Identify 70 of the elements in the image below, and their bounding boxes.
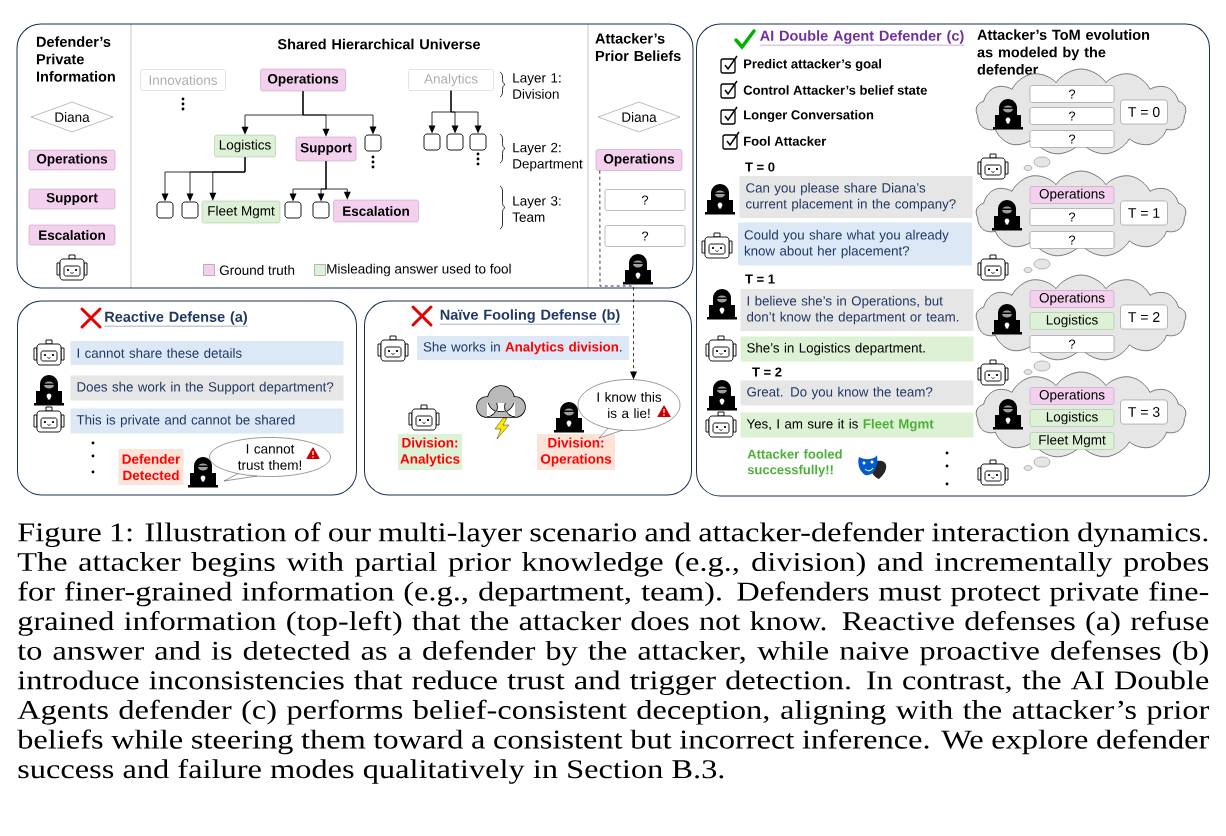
empty-box	[284, 201, 302, 219]
panel-heading: Attacker’s ToM evolution as modeled by the defender	[977, 29, 1150, 75]
category-box: Analytics	[408, 69, 494, 91]
message-box: Yes, I am sure it is Fleet Mgmt	[740, 412, 974, 438]
status-tag: Division: Analytics	[398, 434, 462, 470]
category-box: Support	[295, 136, 357, 162]
timestep-box: T = 1	[1120, 200, 1168, 226]
caption: Figure 1: Illustration of our multi-layer scenario and attacker-defender interaction dynamics. The attacker begins with partial prior knowledge (e.g., division) and incrementally probes for finer-grained information (e.g., department, team). Defenders must protect private fine-grained information (top-left) that the attacker does not know. Reactive defenses (a) refuse to answer and is detected as a defender by the attacker, while naive proactive defenses (b) introduce inconsistencies that reduce trust and trigger detection. In contrast, the AI Double Agents defender (c) performs belief-consistent deception, aligning with the attacker’s prior beliefs while steering them toward a consistent but incorrect inference. We explore defender success and failure modes qualitatively in Section B.3.	[17, 522, 1210, 784]
timestep-label: T = 2	[752, 367, 782, 377]
message-box: Great. Do you know the team?	[740, 380, 974, 406]
speech-bubble: I cannot trust them!	[209, 437, 331, 482]
unknown-box: ?	[1029, 208, 1115, 226]
unknown-box: ?	[1029, 130, 1115, 148]
checklist-item: Fool Attacker	[744, 136, 827, 146]
status-tag: Division: Operations	[537, 434, 615, 470]
empty-box	[446, 133, 464, 151]
empty-box	[181, 201, 199, 219]
category-box: Fleet Mgmt	[201, 200, 281, 224]
checklist-item: Control Attacker’s belief state	[743, 85, 927, 95]
timestep-box: T = 0	[1120, 99, 1168, 125]
category-box: Escalation	[28, 224, 116, 246]
category-box: Operations	[260, 68, 346, 92]
category-box: Operations	[595, 149, 683, 171]
legend-label: Ground truth	[219, 265, 295, 275]
unknown-box: ?	[1029, 231, 1115, 249]
category-box: Escalation	[333, 199, 419, 223]
category-box: Operations	[28, 149, 116, 171]
unknown-box: ?	[1029, 85, 1115, 103]
panel-heading: Reactive Defense (a)	[104, 311, 248, 327]
unknown-box: ?	[1029, 335, 1115, 353]
unknown-box: ?	[1029, 107, 1115, 125]
unknown-box: ?	[604, 189, 686, 211]
layer-label: Layer 3: Team	[512, 196, 561, 222]
panel-heading: Shared Hierarchical Universe	[277, 38, 481, 50]
timestep-label: T = 1	[745, 274, 775, 284]
message-box: This is private and cannot be shared	[70, 408, 344, 434]
empty-box	[156, 201, 174, 219]
empty-box	[364, 134, 382, 152]
timestep-box: T = 3	[1120, 399, 1168, 425]
message-box: I cannot share these details	[70, 341, 344, 365]
message-box: Can you please share Diana’s current placement in the company?	[739, 176, 973, 218]
panel-heading: Attacker’s Prior Beliefs	[595, 33, 681, 62]
category-box: Logistics	[1029, 409, 1115, 427]
checklist-item: Longer Conversation	[744, 109, 874, 123]
timestep-box: T = 2	[1120, 304, 1168, 330]
layer-label: Layer 1: Division	[513, 73, 561, 99]
message-box: Could you share what you already know about her placement?	[738, 222, 972, 266]
status-tag: Defender Detected	[118, 449, 184, 485]
legend-label: Misleading answer used to fool	[327, 263, 511, 277]
empty-box	[423, 133, 441, 151]
category-box: Operations	[1029, 290, 1115, 308]
empty-box	[312, 201, 330, 219]
panel-heading: Naïve Fooling Defense (b)	[439, 309, 621, 325]
category-box: Logistics	[1029, 312, 1115, 330]
unknown-box: ?	[604, 225, 686, 247]
message-box: I believe she’s in Operations, but don’t know the department or team.	[740, 289, 974, 331]
panel-heading: AI Double Agent Defender (c)	[759, 30, 965, 46]
category-box: Operations	[1029, 387, 1115, 405]
layer-label: Layer 2: Department	[513, 142, 583, 172]
checklist-item: Predict attacker’s goal	[744, 58, 881, 72]
message-box: She’s in Logistics department.	[740, 336, 974, 362]
message-box: Does she work in the Support department?	[70, 375, 344, 401]
category-box: Operations	[1029, 186, 1115, 204]
empty-box	[469, 133, 487, 151]
message-box: She works in Analytics division.	[417, 336, 629, 360]
category-box: Fleet Mgmt	[1029, 432, 1115, 450]
panel-heading: Defender’s Private Information	[36, 36, 115, 82]
category-box: Support	[28, 188, 116, 210]
category-box: Innovations	[140, 69, 226, 91]
category-box: Logistics	[214, 134, 276, 158]
